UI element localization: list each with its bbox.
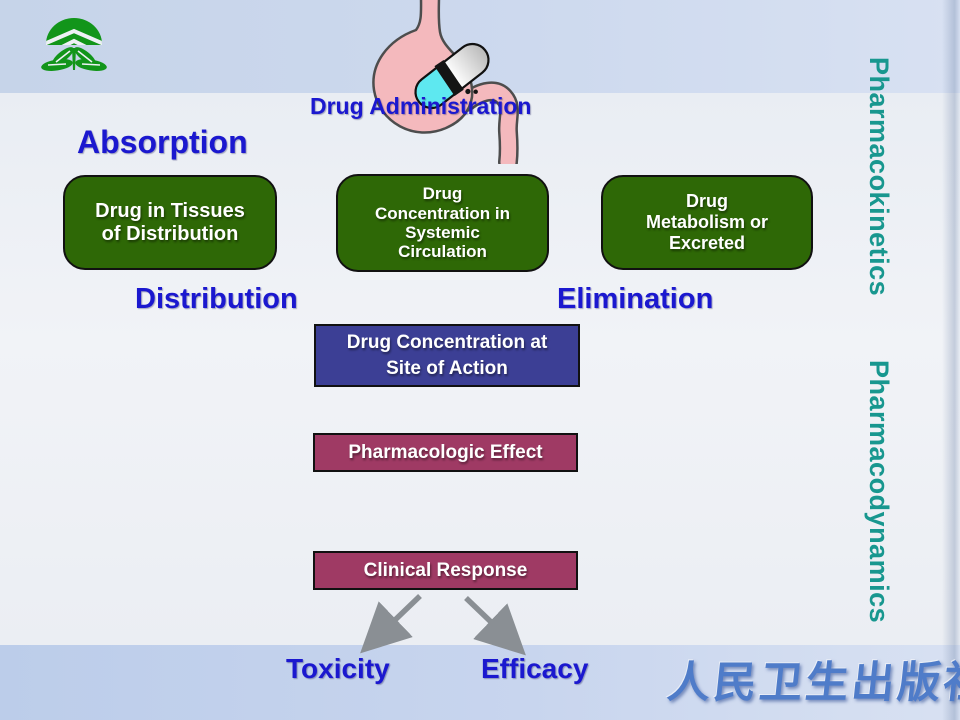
pharmacokinetics-vertical-label: Pharmacokinetics — [864, 57, 894, 297]
stomach-capsule-illustration — [372, 0, 519, 164]
clinical-response-box: Clinical Response — [313, 551, 578, 590]
distribution-heading: Distribution — [135, 283, 298, 315]
publisher-name: 人民卫生出版社 — [665, 659, 960, 707]
clinical-response-label: Clinical Response — [363, 559, 528, 581]
site-of-action-label: Drug Concentration at Site of Action — [346, 331, 548, 379]
pharmacologic-effect-label: Pharmacologic Effect — [348, 441, 543, 463]
drug-in-tissues-box: Drug in Tissues of Distribution — [63, 175, 277, 270]
drug-in-tissues-label: Drug in Tissues of Distribution — [95, 199, 245, 245]
elimination-heading: Elimination — [557, 283, 714, 315]
publisher-plant-logo-icon — [41, 18, 107, 71]
background-bottom-band — [0, 645, 960, 720]
absorption-heading: Absorption — [77, 124, 248, 160]
efficacy-label: Efficacy — [481, 653, 589, 684]
systemic-circulation-box: Drug Concentration in Systemic Circulati… — [336, 174, 549, 272]
metabolism-excreted-box: Drug Metabolism or Excreted — [601, 175, 813, 270]
capsule-icon — [414, 42, 490, 110]
metabolism-excreted-label: Drug Metabolism or Excreted — [645, 191, 769, 253]
pharmacologic-effect-box: Pharmacologic Effect — [313, 433, 578, 472]
drug-administration-label: Drug Administration — [310, 93, 532, 119]
site-of-action-box: Drug Concentration at Site of Action — [314, 324, 580, 387]
pharmacodynamics-vertical-label: Pharmacodynamics — [864, 360, 894, 624]
systemic-circulation-label: Drug Concentration in Systemic Circulati… — [374, 184, 511, 262]
right-edge-shadow — [942, 0, 960, 720]
toxicity-label: Toxicity — [286, 653, 390, 684]
